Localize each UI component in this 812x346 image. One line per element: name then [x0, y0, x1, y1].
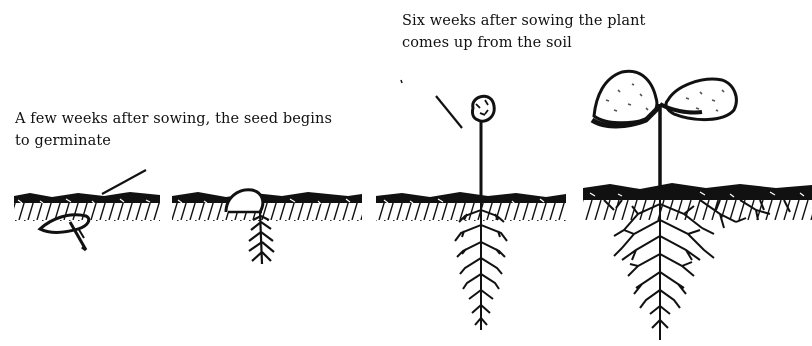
stage-radicle — [172, 190, 362, 264]
caption-emergence-line-1: Six weeks after sowing the plant — [402, 10, 645, 32]
soil-surface — [172, 192, 362, 221]
soil-surface — [583, 183, 812, 220]
caption-emergence-line-2: comes up from the soil — [402, 32, 645, 54]
marker-stick — [436, 96, 462, 128]
caption-germination: A few weeks after sowing, the seed begin… — [15, 108, 332, 152]
stage-seed-germinating — [14, 170, 160, 250]
caption-germination-line-2: to germinate — [15, 130, 332, 152]
seed-leaf-left — [592, 71, 660, 126]
seed-leaf-right — [660, 79, 736, 119]
stage-shoot-emerging — [376, 80, 566, 330]
caption-germination-line-1: A few weeks after sowing, the seed begin… — [15, 108, 332, 130]
stray-mark — [401, 80, 402, 83]
stage-seedling — [583, 71, 812, 340]
soil-surface — [376, 192, 566, 221]
emerging-stem — [473, 96, 495, 196]
hooked-shoot — [226, 190, 263, 212]
caption-emergence: Six weeks after sowing the plant comes u… — [402, 10, 645, 54]
marker-stick — [102, 170, 146, 194]
